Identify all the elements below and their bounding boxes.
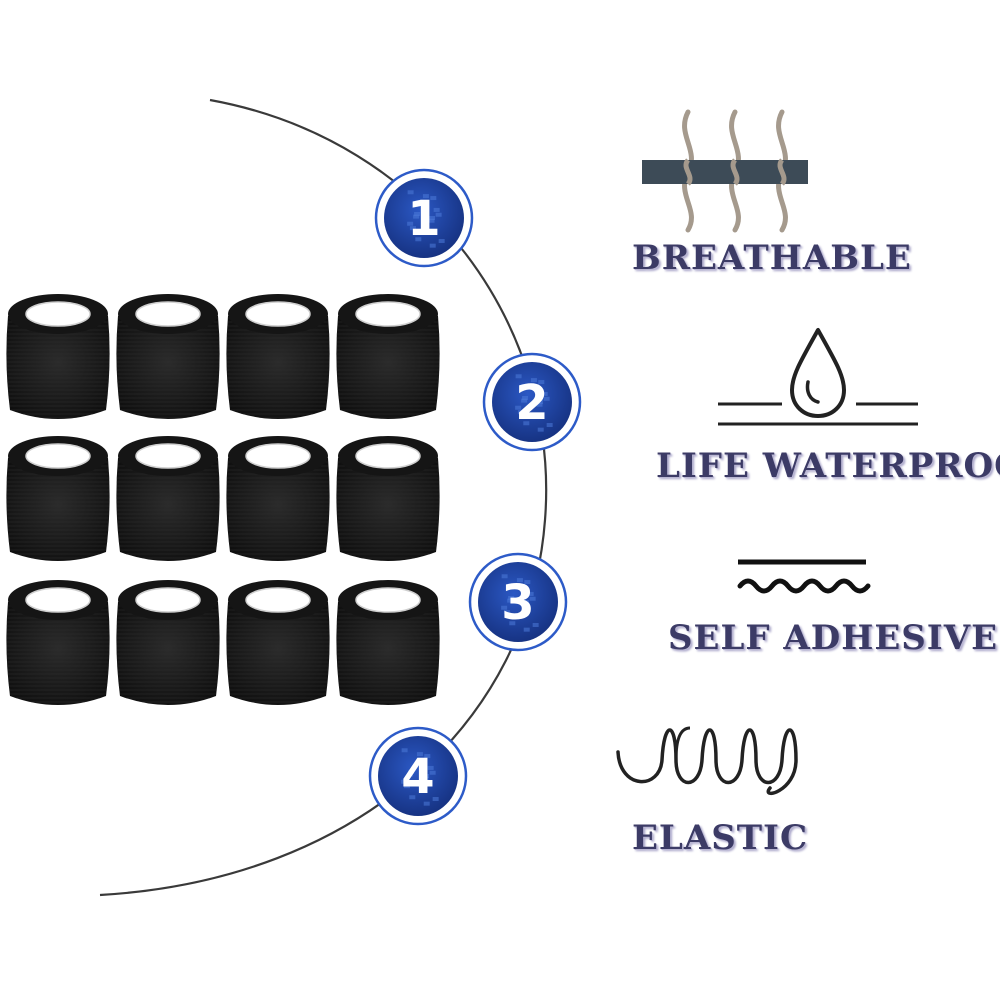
- feature-label-waterproof: LIFE WATERPROOF: [656, 446, 1000, 486]
- bandage-roll: [336, 294, 440, 419]
- bandage-roll: [6, 580, 110, 705]
- step-badge-3: 3: [468, 552, 568, 652]
- step-number: 2: [515, 375, 548, 431]
- bandage-roll: [116, 580, 220, 705]
- step-number: 1: [407, 191, 440, 247]
- step-badge-4: 4: [368, 726, 468, 826]
- wave-line-icon: [737, 559, 871, 594]
- bandage-roll: [116, 436, 220, 561]
- step-badges: 1 2 3 4: [368, 168, 582, 826]
- step-badge-2: 2: [482, 352, 582, 452]
- spring-coil-icon: [616, 726, 798, 796]
- bandage-roll: [226, 580, 330, 705]
- bandage-roll-grid: [6, 294, 440, 705]
- step-number: 4: [401, 749, 434, 805]
- bandage-roll: [6, 436, 110, 561]
- bandage-roll: [116, 294, 220, 419]
- feature-label-self-adhesive: SELF ADHESIVE: [668, 618, 999, 658]
- bandage-roll: [226, 294, 330, 419]
- step-number: 3: [501, 575, 534, 631]
- water-drop-icon: [718, 328, 918, 426]
- feature-label-breathable: BREATHABLE: [632, 238, 912, 278]
- step-badge-1: 1: [374, 168, 474, 268]
- bandage-roll: [336, 580, 440, 705]
- bandage-roll: [6, 294, 110, 419]
- feature-label-elastic: ELASTIC: [632, 818, 809, 858]
- bandage-roll: [336, 436, 440, 561]
- breathable-icon: [642, 109, 808, 233]
- bandage-roll: [226, 436, 330, 561]
